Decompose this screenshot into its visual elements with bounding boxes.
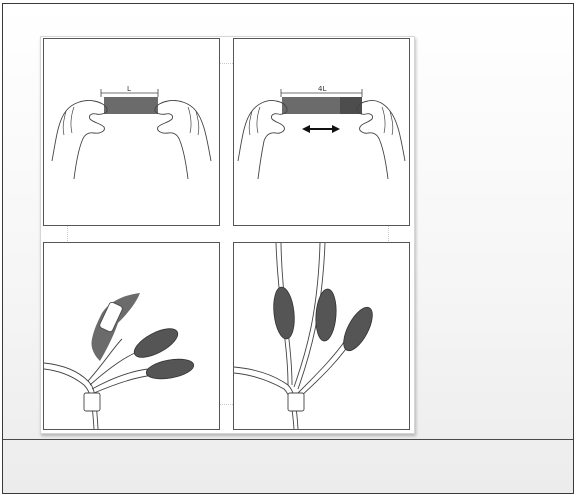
dimension-label-l: L [127, 85, 131, 93]
branch-cable [298, 333, 350, 393]
wrapped-connector [338, 303, 378, 355]
double-headed-arrow-icon [302, 125, 340, 133]
left-hand [52, 100, 107, 179]
tape-being-wrapped [91, 293, 140, 361]
wrapped-connector [130, 323, 182, 363]
right-hand [357, 100, 405, 179]
left-hand [238, 100, 287, 179]
footer-divider [3, 439, 573, 440]
step-3-illustration [44, 243, 219, 429]
step-2-illustration: 4L [234, 39, 409, 225]
right-hand [155, 100, 211, 179]
step-2-panel: 4L [233, 38, 410, 226]
tape-strip [104, 97, 158, 114]
dimension-label-4l: 4L [318, 85, 326, 93]
step-1-illustration: L [44, 39, 219, 225]
cable-sleeve [84, 393, 100, 411]
step-4-panel [233, 242, 410, 430]
step-4-illustration [234, 243, 409, 429]
step-3-panel [43, 242, 220, 430]
wrapped-connector [271, 286, 296, 340]
step-1-panel: L [43, 38, 220, 226]
wrapped-connector [314, 288, 338, 341]
cable-sleeve [288, 393, 304, 411]
wrapped-connector [145, 356, 195, 382]
